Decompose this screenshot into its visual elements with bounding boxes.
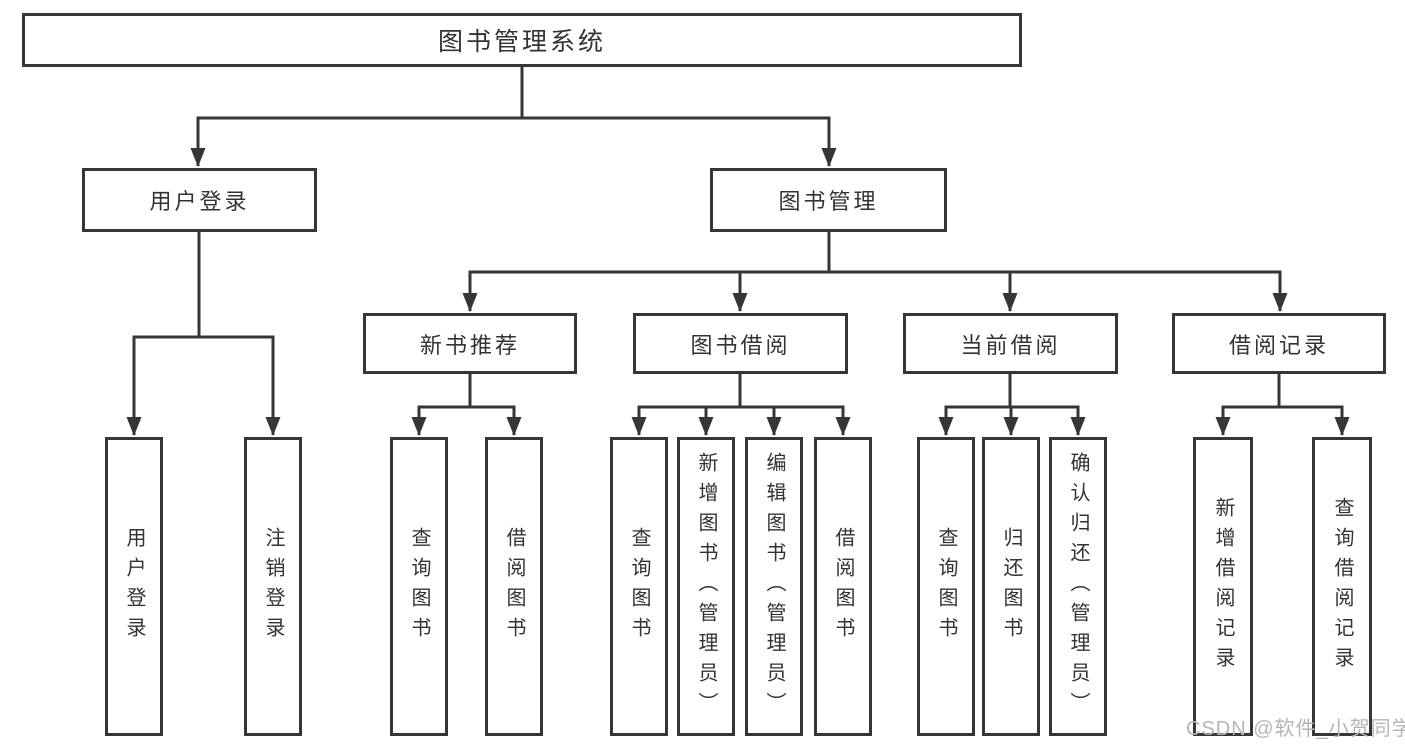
node-label: 图书借阅 [690, 332, 791, 358]
node-label: 借阅图书 [832, 526, 854, 647]
node-label: 确认归还（管理员） [1067, 451, 1089, 722]
node-borrow-records: 借阅记录 [1172, 313, 1386, 374]
node-label: 借阅图书 [503, 526, 525, 647]
node-user-login: 用户登录 [82, 168, 317, 232]
connector-borrow-records-children [1215, 374, 1350, 436]
node-label: 编辑图书（管理员） [763, 451, 785, 722]
node-label: 图书管理 [778, 189, 879, 214]
connector-root-to-level2 [190, 66, 837, 167]
node-leaf-query-borrow-record: 查询借阅记录 [1312, 437, 1372, 736]
node-leaf-user-login: 用户登录 [105, 437, 163, 736]
connector-book-borrowing-children [631, 374, 851, 436]
connector-new-book-recommend-children [411, 374, 522, 436]
node-book-management: 图书管理 [710, 168, 947, 232]
node-label: 借阅记录 [1228, 332, 1329, 358]
csdn-watermark: CSDN @软件_小贺同学 [1186, 718, 1405, 740]
node-leaf-borrow-books-2: 借阅图书 [814, 437, 872, 736]
node-leaf-logout: 注销登录 [244, 437, 302, 736]
node-leaf-borrow-books-1: 借阅图书 [485, 437, 543, 736]
connector-user-login-children [126, 232, 281, 436]
node-leaf-add-book-admin: 新增图书（管理员） [677, 437, 735, 736]
node-label: 新增借阅记录 [1212, 496, 1234, 677]
node-label: 查询图书 [935, 526, 957, 647]
node-label: 用户登录 [123, 526, 145, 647]
node-library-system: 图书管理系统 [22, 13, 1022, 67]
node-leaf-confirm-return-admin: 确认归还（管理员） [1049, 437, 1107, 736]
node-current-borrowing: 当前借阅 [903, 313, 1118, 374]
node-leaf-return-books: 归还图书 [982, 437, 1040, 736]
node-label: 查询图书 [628, 526, 650, 647]
node-leaf-query-books-3: 查询图书 [917, 437, 975, 736]
node-leaf-add-borrow-record: 新增借阅记录 [1193, 437, 1253, 736]
node-leaf-query-books-1: 查询图书 [390, 437, 448, 736]
node-label: 新增图书（管理员） [695, 451, 717, 722]
connector-current-borrowing-children [938, 374, 1086, 436]
node-label: 新书推荐 [419, 332, 520, 358]
node-label: 用户登录 [149, 189, 250, 214]
node-book-borrowing: 图书借阅 [633, 313, 848, 374]
node-leaf-query-books-2: 查询图书 [610, 437, 668, 736]
node-new-book-recommend: 新书推荐 [363, 313, 577, 374]
node-leaf-edit-book-admin: 编辑图书（管理员） [745, 437, 803, 736]
node-label: 归还图书 [1000, 526, 1022, 647]
node-label: 当前借阅 [960, 332, 1061, 358]
connector-book-management-children [462, 232, 1288, 312]
node-label: 查询图书 [408, 526, 430, 647]
node-label: 注销登录 [262, 526, 284, 647]
node-label: 查询借阅记录 [1331, 496, 1353, 677]
node-label: 图书管理系统 [437, 28, 606, 56]
